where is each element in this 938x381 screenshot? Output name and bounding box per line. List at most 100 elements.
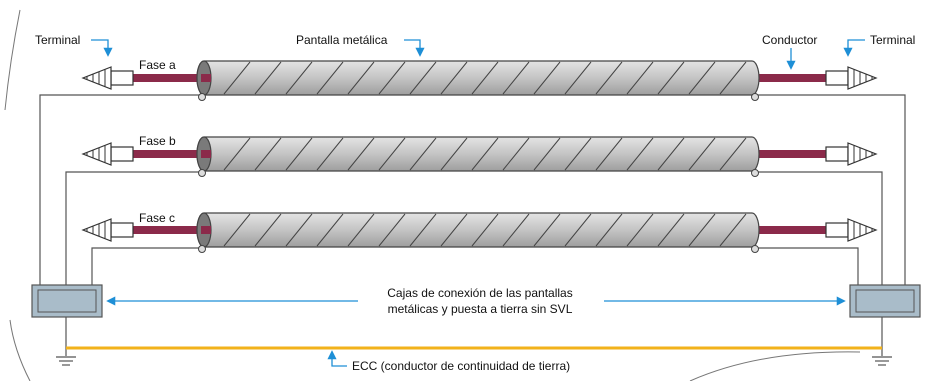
sheath-helix-line: [378, 137, 406, 171]
bond-ring: [198, 245, 206, 253]
terminal-sleeve-left: [110, 70, 134, 86]
metallic-sheath: [196, 60, 760, 96]
sheath-helix-line: [471, 137, 499, 171]
sheath-helix-line: [440, 61, 468, 95]
terminal-right-label: Terminal: [870, 33, 915, 47]
sheath-helix-line: [347, 61, 375, 95]
corner-line-decor: [689, 351, 861, 381]
sheath-helix-line: [502, 137, 530, 171]
sheath-helix-line: [626, 213, 654, 247]
conductor-core: [201, 74, 211, 82]
pantalla-label: Pantalla metálica: [296, 33, 388, 47]
terminal-right-arrow: [843, 39, 865, 57]
sheath-helix-line: [316, 213, 344, 247]
sheath-helix-line: [502, 213, 530, 247]
sheath-helix-line: [409, 61, 437, 95]
pantalla-arrow: [404, 39, 425, 57]
ground-symbol-icon: [56, 356, 76, 366]
terminal-cone-icon: [81, 66, 112, 90]
sheath-helix-line: [719, 137, 747, 171]
conductor-core: [201, 226, 211, 234]
terminal-sleeve-right: [825, 70, 849, 86]
sheath-helix-line: [440, 137, 468, 171]
sheath-helix-line: [378, 61, 406, 95]
conductor-right: [748, 74, 828, 82]
sheath-helix-line: [502, 61, 530, 95]
conductor-right: [748, 226, 828, 234]
sheath-helix-line: [688, 61, 716, 95]
metallic-sheath: [196, 212, 760, 248]
conductor-right: [748, 150, 828, 158]
sheath-helix-line: [533, 61, 561, 95]
conductor-left: [132, 150, 212, 158]
sheath-helix-line: [595, 61, 623, 95]
bond-ring: [751, 169, 759, 177]
cable-fase-c: [81, 212, 878, 253]
corner-line-decor: [9, 319, 31, 381]
sheath-helix-line: [347, 213, 375, 247]
terminal-cone-icon: [847, 142, 878, 166]
junction-box-icon: [849, 284, 921, 318]
sheath-helix-line: [719, 61, 747, 95]
sheath-helix-line: [595, 213, 623, 247]
sheath-helix-line: [657, 137, 685, 171]
sheath-helix-line: [409, 137, 437, 171]
bond-ring: [198, 169, 206, 177]
sheath-helix-line: [223, 213, 251, 247]
sheath-helix-line: [533, 213, 561, 247]
cable-fase-b: [81, 136, 878, 177]
terminal-left-label: Terminal: [35, 33, 80, 47]
sheath-helix-line: [719, 213, 747, 247]
sheath-helix-line: [471, 61, 499, 95]
sheath-helix-line: [533, 137, 561, 171]
conductor-left: [132, 226, 212, 234]
sheath-helix-line: [254, 213, 282, 247]
fase-c-label: Fase c: [139, 211, 175, 225]
sheath-helix-line: [285, 137, 313, 171]
terminal-sleeve-right: [825, 222, 849, 238]
conductor-core: [201, 150, 211, 158]
fase-b-label: Fase b: [139, 134, 176, 148]
cajas-label-line1: Cajas de conexión de las pantallas: [387, 286, 572, 300]
terminal-cone-icon: [81, 218, 112, 242]
bond-ring: [751, 93, 759, 101]
bond-ring: [198, 93, 206, 101]
sheath-helix-line: [657, 213, 685, 247]
cable-fase-a: [81, 60, 878, 101]
cajas-label-line2: metálicas y puesta a tierra sin SVL: [388, 302, 573, 316]
sheath-helix-line: [223, 137, 251, 171]
ground-symbol-icon: [872, 356, 892, 366]
sheath-helix-line: [688, 213, 716, 247]
sheath-helix-line: [316, 137, 344, 171]
bond-ring: [751, 245, 759, 253]
ecc-label: ECC (conductor de continuidad de tierra): [352, 359, 570, 373]
conductor-left: [132, 74, 212, 82]
sheath-helix-line: [595, 137, 623, 171]
conductor-label: Conductor: [762, 33, 817, 47]
terminal-cone-icon: [847, 66, 878, 90]
terminal-sleeve-left: [110, 222, 134, 238]
sheath-helix-line: [316, 61, 344, 95]
terminal-left-arrow: [91, 39, 113, 57]
sheath-helix-line: [564, 61, 592, 95]
corner-line-decor: [4, 9, 21, 111]
sheath-helix-line: [378, 213, 406, 247]
sheath-helix-line: [254, 137, 282, 171]
sheath-helix-line: [285, 61, 313, 95]
terminal-sleeve-right: [825, 146, 849, 162]
sheath-helix-line: [409, 213, 437, 247]
terminal-sleeve-left: [110, 146, 134, 162]
sheath-helix-line: [347, 137, 375, 171]
sheath-helix-line: [471, 213, 499, 247]
sheath-helix-line: [223, 61, 251, 95]
sheath-helix-line: [657, 61, 685, 95]
junction-box-icon: [31, 284, 103, 318]
sheath-helix-line: [254, 61, 282, 95]
sheath-helix-line: [285, 213, 313, 247]
terminal-cone-icon: [81, 142, 112, 166]
metallic-sheath: [196, 136, 760, 172]
sheath-helix-line: [626, 137, 654, 171]
ecc-arrow: [327, 350, 347, 367]
